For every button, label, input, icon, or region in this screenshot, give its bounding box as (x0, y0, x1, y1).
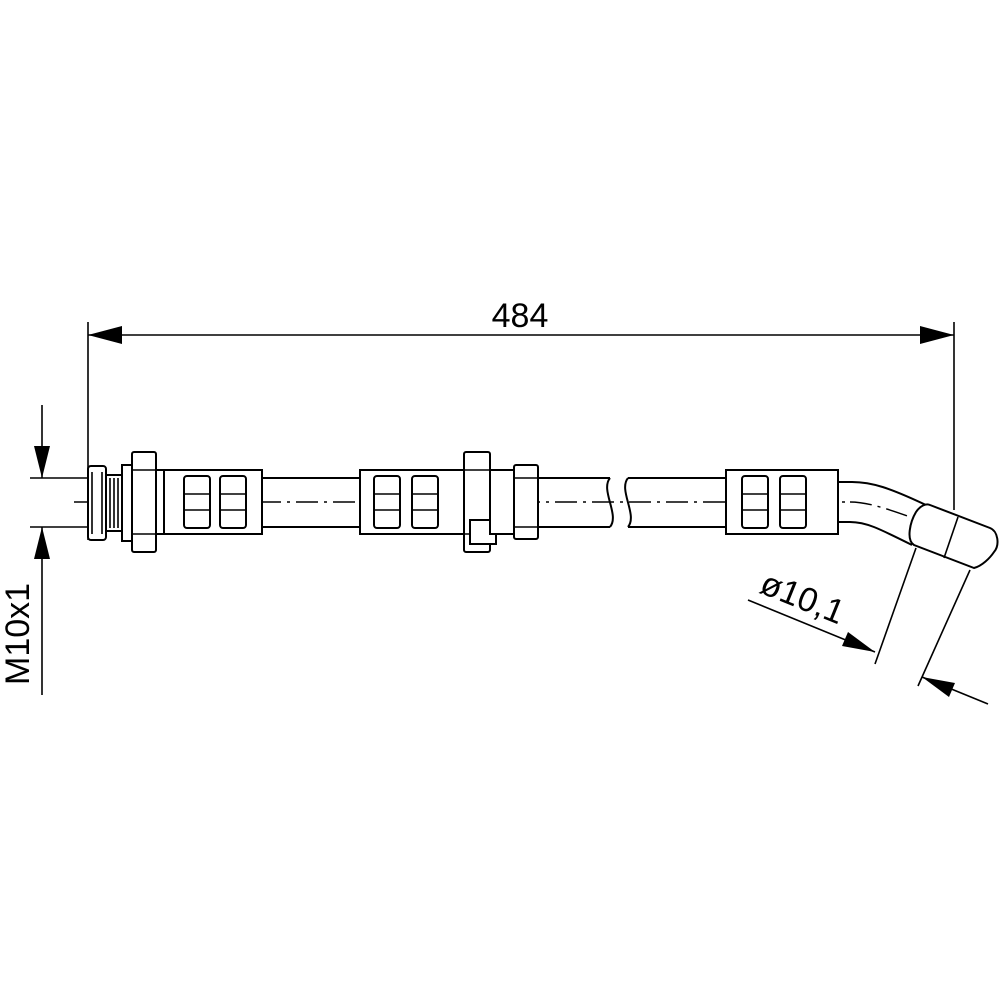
hose-segment-2 (538, 477, 726, 528)
crimp-band-1a (183, 475, 211, 529)
break-line-right (624, 477, 632, 528)
diameter-extension-1 (874, 547, 917, 665)
length-dimension: 484 (87, 297, 955, 540)
length-label: 484 (492, 297, 549, 335)
crimp-band-2b (411, 475, 439, 529)
crimp-band-1b (219, 475, 247, 529)
left-end-fitting (87, 451, 263, 553)
crimp-band-3b (779, 475, 807, 529)
middle-fitting (359, 451, 539, 553)
diameter-arrowhead-1-icon (842, 632, 875, 652)
diameter-dimension: ø10,1 (747, 547, 989, 705)
thread-dimension: M10x1 (0, 405, 96, 695)
end-sleeve-edge (943, 516, 959, 559)
crimp-sleeve-1 (163, 469, 263, 535)
diameter-arrowhead-2-icon (922, 677, 955, 697)
end-sleeve (908, 503, 999, 570)
diameter-extension-2 (917, 569, 971, 687)
crimp-band-3a (741, 475, 769, 529)
nut-shoulder (155, 469, 165, 535)
thread-top-arrowhead-icon (34, 446, 50, 478)
thread-bottom-arrowhead-icon (34, 527, 50, 559)
bracket-collar (489, 469, 515, 535)
hose-segment-1 (262, 477, 360, 528)
right-arrowhead-icon (920, 326, 954, 344)
hex-nut (131, 451, 157, 553)
crimp-band-2a (373, 475, 401, 529)
bent-tube-top (838, 481, 927, 506)
washer (121, 464, 133, 542)
break-line-left (606, 477, 614, 528)
left-arrowhead-icon (88, 326, 122, 344)
thread-label: M10x1 (0, 583, 37, 685)
bent-tube-bottom (838, 521, 913, 546)
bracket-nut (513, 464, 539, 540)
thread-end-collar (87, 465, 107, 541)
right-end-fitting (725, 469, 999, 570)
